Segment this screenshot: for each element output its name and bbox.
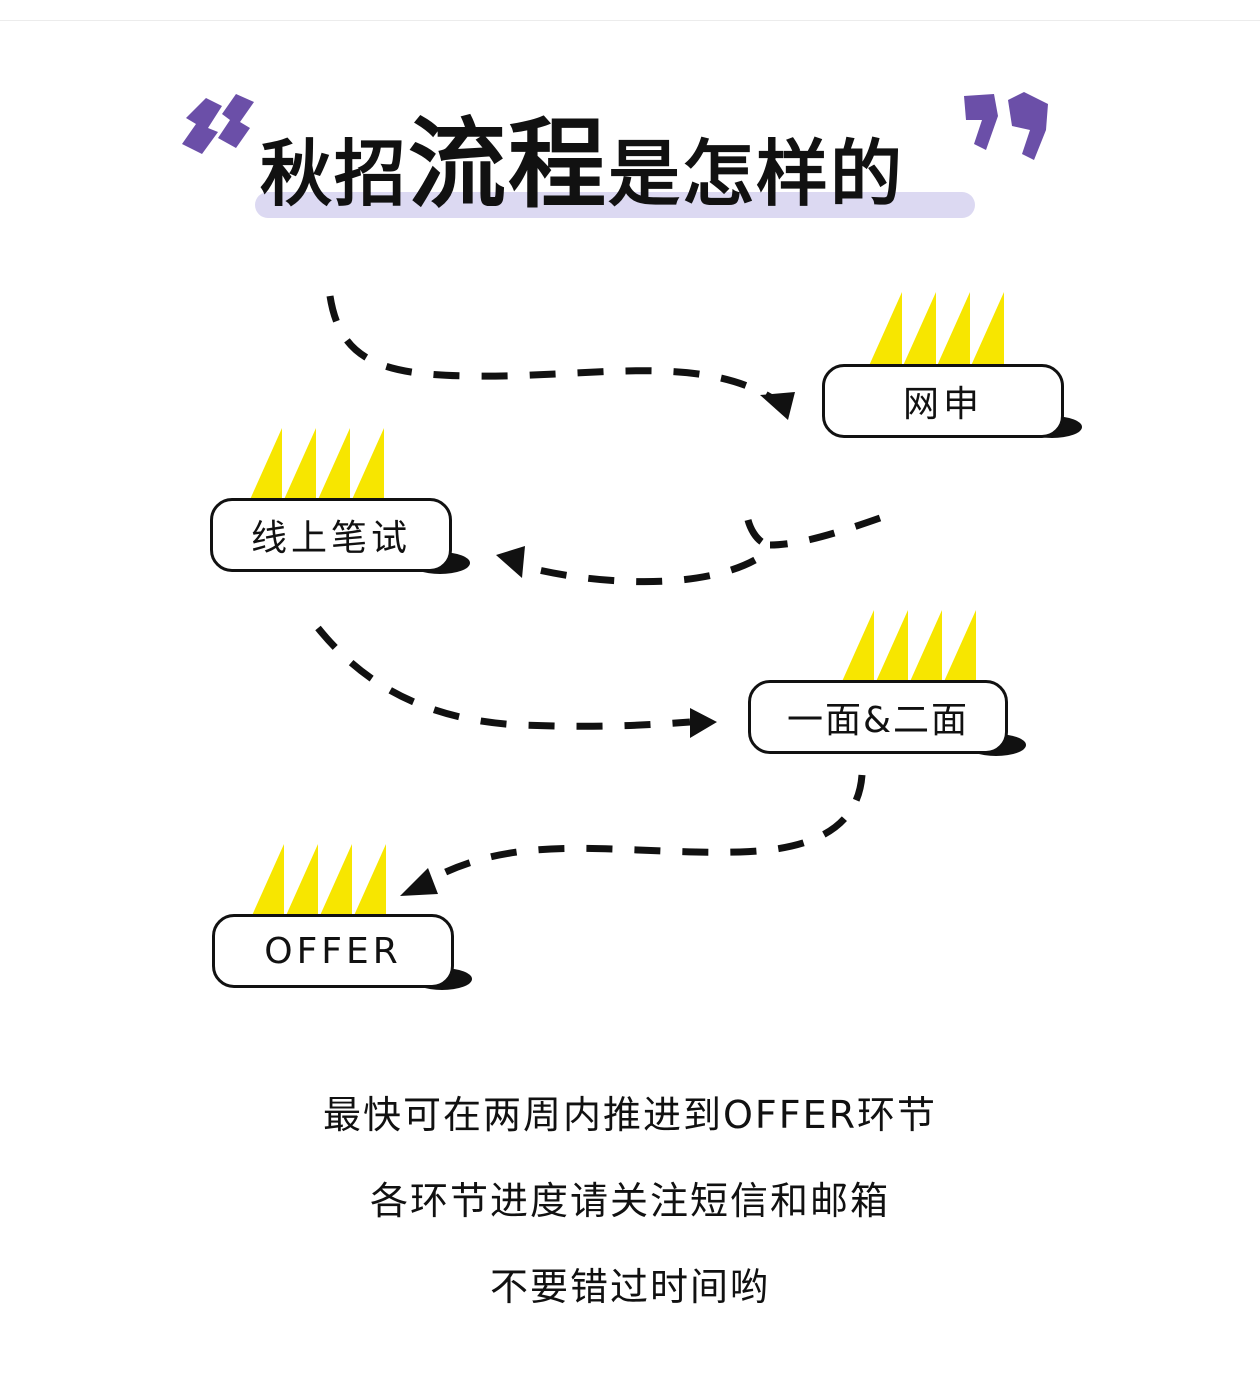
title-highlight-bar [255,192,975,218]
step-label: 线上笔试 [250,518,411,559]
flame-icon [840,610,976,686]
step-label-box: 网申 [822,364,1064,438]
title-part-2: 流程 [408,108,609,222]
notes-section: 最快可在两周内推进到OFFER环节 各环节进度请关注短信和邮箱 不要错过时间哟 [0,1095,1260,1353]
step-label: 一面&二面 [786,700,970,741]
arrow-path-2 [529,514,882,586]
arrowhead-4 [400,868,438,896]
note-line-3: 不要错过时间哟 [489,1265,770,1309]
step-label: 网申 [902,384,983,425]
arrow-path-3 [315,625,691,730]
flame-icon [248,428,384,504]
arrowhead-2 [496,546,525,578]
arrow-path-1 [326,295,777,403]
arrow-path-4 [428,774,866,884]
step-label-box: 一面&二面 [748,680,1008,754]
open-quote-icon [178,92,258,172]
arrowhead-1 [760,392,795,420]
step-label: OFFER [264,930,402,972]
note-line-1: 最快可在两周内推进到OFFER环节 [322,1093,938,1137]
step-label-box: 线上笔试 [210,498,452,572]
title-part-1: 秋招 [260,132,409,216]
arrowhead-3 [690,708,717,738]
page-title: 秋招 流程 是怎样的 [260,90,980,220]
page-title-group: 秋招 流程 是怎样的 [160,80,1080,230]
title-part-3: 是怎样的 [608,132,905,216]
note-line-2: 各环节进度请关注短信和邮箱 [369,1179,890,1223]
step-label-box: OFFER [212,914,454,988]
top-divider [0,20,1260,21]
flame-icon [250,844,386,920]
close-quote-icon [960,90,1055,170]
flame-icon [868,292,1004,368]
